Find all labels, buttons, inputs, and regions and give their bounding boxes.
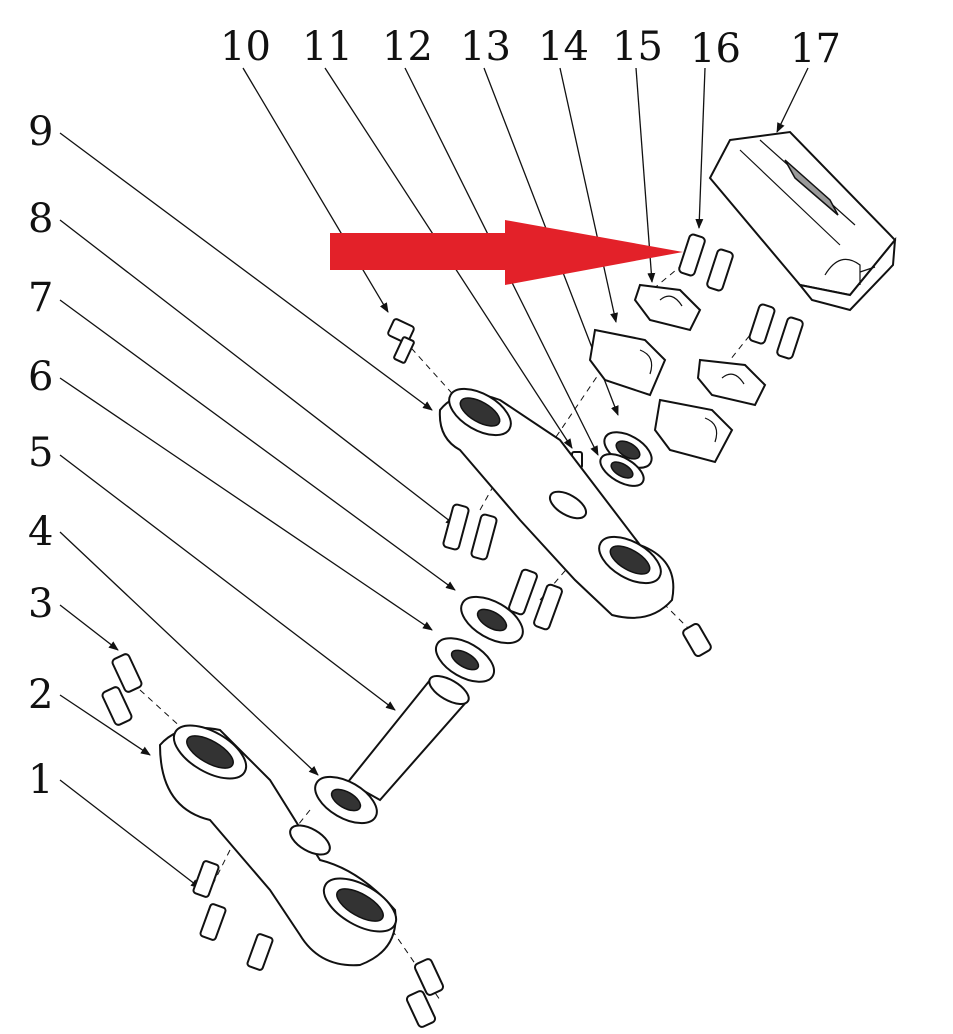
assembly-axes xyxy=(139,249,771,1001)
callout-11: 11 xyxy=(302,24,353,70)
upper-triple-clamp xyxy=(438,387,675,619)
leader-14 xyxy=(559,67,618,323)
callout-3: 3 xyxy=(28,581,53,627)
callout-6: 6 xyxy=(28,354,53,400)
leader-3 xyxy=(59,604,119,651)
callout-5: 5 xyxy=(28,430,53,476)
leader-10 xyxy=(242,67,389,313)
callout-16: 16 xyxy=(690,26,741,72)
leader-16 xyxy=(695,67,706,229)
clamp-bolts-upper xyxy=(678,233,804,360)
lower-bearing xyxy=(314,775,378,825)
highlight-arrow xyxy=(330,220,683,285)
crossbar-pad xyxy=(708,130,897,312)
lower-bar-clamps xyxy=(588,328,734,464)
bearing-seal xyxy=(435,637,495,683)
leader-4 xyxy=(59,531,319,776)
leader-17 xyxy=(776,67,809,133)
callout-4: 4 xyxy=(28,509,53,555)
lower-triple-clamp xyxy=(158,724,398,967)
callout-10: 10 xyxy=(220,24,271,70)
leader-5 xyxy=(59,454,396,711)
lower-pinch-bolts xyxy=(192,860,445,1028)
callout-9: 9 xyxy=(28,109,53,155)
top-bolt xyxy=(387,318,415,364)
callout-1: 1 xyxy=(28,757,53,803)
callout-2: 2 xyxy=(28,672,53,718)
callout-15: 15 xyxy=(612,24,663,70)
callout-14: 14 xyxy=(538,24,589,70)
stem-nut-and-washer xyxy=(571,431,653,487)
upper-bearing xyxy=(460,595,524,645)
lower-clamp-bolts xyxy=(101,653,143,726)
callout-17: 17 xyxy=(790,26,841,72)
upper-pinch-bolts xyxy=(442,503,712,658)
leader-7 xyxy=(59,299,456,591)
callout-13: 13 xyxy=(460,24,511,70)
callout-7: 7 xyxy=(28,275,53,321)
leader-2 xyxy=(59,694,151,756)
leader-1 xyxy=(59,779,201,889)
leader-lines xyxy=(59,67,809,889)
callout-labels: 1 2 3 4 5 6 7 8 9 10 11 12 13 14 15 16 1… xyxy=(28,24,841,803)
steering-stem xyxy=(346,675,470,802)
callout-8: 8 xyxy=(28,196,53,242)
leader-8 xyxy=(59,219,456,526)
upper-bar-clamps xyxy=(633,283,767,407)
callout-12: 12 xyxy=(382,24,433,70)
leader-6 xyxy=(59,377,433,631)
leader-9 xyxy=(59,132,433,411)
